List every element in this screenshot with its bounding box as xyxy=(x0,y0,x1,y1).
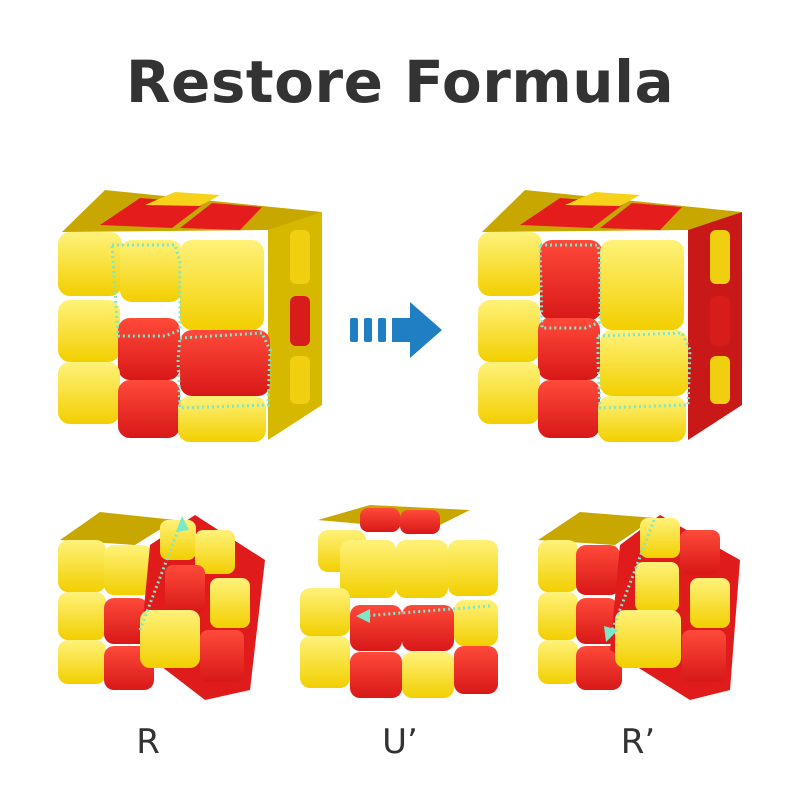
highlight-outline xyxy=(538,243,602,330)
cube-step-r-prime xyxy=(538,512,740,700)
cube-after xyxy=(478,190,742,442)
cube-step-u-prime xyxy=(300,505,498,698)
front-face xyxy=(478,232,688,442)
page-title: Restore Formula xyxy=(125,48,675,116)
front-face xyxy=(58,232,270,442)
cube-before xyxy=(58,190,322,442)
curved-move-arrow-icon xyxy=(361,604,491,618)
cube-step-r xyxy=(58,512,265,700)
highlight-outline xyxy=(176,331,272,410)
step-label-r: R xyxy=(136,722,160,762)
curved-move-arrow-icon xyxy=(608,519,656,637)
step-label-u-prime: U’ xyxy=(382,722,418,762)
right-arrow-icon xyxy=(350,302,442,358)
step-label-r-prime: R’ xyxy=(620,722,656,762)
highlight-outline xyxy=(110,243,182,338)
